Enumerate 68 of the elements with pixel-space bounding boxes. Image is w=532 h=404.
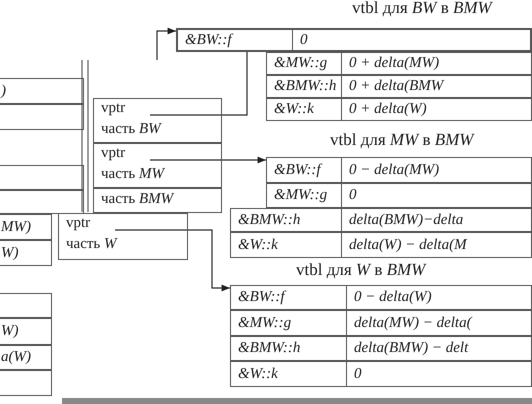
object-part-box — [93, 98, 222, 143]
function-address-text: &BW::f — [237, 288, 288, 307]
table-row-fragment — [0, 214, 52, 240]
function-address-text: &BW::f — [273, 160, 324, 180]
pointer-label: vptr — [101, 145, 126, 162]
table-row — [230, 310, 532, 336]
function-address-text: &W::k — [273, 100, 315, 119]
function-address-text: &BW::f — [184, 30, 234, 50]
table-row — [230, 208, 532, 232]
table-row-fragment — [0, 345, 52, 370]
function-address-text: &W::k — [237, 236, 279, 254]
offset-text: 0 − delta(W) — [346, 286, 531, 309]
function-address-text: &BMW::h — [237, 339, 302, 358]
cut-off-text: a(W) — [0, 348, 31, 367]
offset-text: delta(W) − delta(M — [341, 233, 531, 257]
object-part-box — [93, 188, 222, 213]
cut-off-text: W) — [0, 244, 18, 262]
empty-table-row-fragment — [0, 165, 84, 190]
cut-off-text: MW) — [0, 218, 31, 236]
offset-text: 0 − delta(MW) — [341, 158, 531, 182]
table-heading: vtbl для MW в BMW — [330, 130, 474, 150]
arrow — [115, 229, 230, 292]
part-label: часть BW — [101, 121, 161, 138]
arrow — [156, 28, 176, 60]
table-row — [266, 98, 532, 121]
empty-table-row-fragment — [0, 370, 52, 396]
table-row-fragment — [0, 240, 52, 266]
function-address-text: &MW::g — [273, 186, 328, 205]
table-row — [230, 361, 532, 387]
function-address-text: &MW::g — [273, 54, 328, 73]
offset-text: 0 + delta(MW) — [341, 53, 531, 74]
table-row — [230, 285, 532, 310]
table-row — [176, 28, 532, 52]
offset-text: 0 + delta(W) — [341, 99, 531, 120]
function-address-text: &BMW::h — [273, 77, 338, 96]
cut-off-text: ) — [0, 82, 6, 100]
table-row — [230, 336, 532, 361]
function-address-text: &W::k — [237, 364, 279, 384]
offset-text: 0 — [346, 362, 531, 386]
arrow — [150, 156, 266, 164]
offset-text: delta(BMW)−delta — [341, 209, 531, 231]
function-address-text: &MW::g — [237, 314, 292, 332]
offset-text: 0 — [341, 184, 531, 207]
part-label: часть W — [66, 236, 117, 253]
cut-off-text: W) — [0, 322, 18, 341]
table-heading: vtbl для BW в BMW — [352, 0, 492, 18]
empty-table-row-fragment — [0, 190, 84, 214]
table-row-fragment — [0, 318, 52, 345]
table-row — [266, 157, 532, 183]
object-part-box — [58, 213, 188, 260]
offset-text: 0 — [292, 30, 530, 50]
offset-text: delta(MW) − delta( — [346, 311, 531, 335]
part-label: часть MW — [101, 166, 164, 183]
table-heading: vtbl для W в BMW — [296, 260, 426, 280]
table-row — [266, 183, 532, 208]
empty-table-row-fragment — [0, 293, 52, 318]
offset-text: 0 + delta(BMW — [341, 76, 531, 97]
table-row — [266, 52, 532, 75]
function-address-text: &BMW::h — [237, 210, 302, 230]
empty-table-row-fragment — [0, 104, 84, 130]
table-row — [230, 232, 532, 258]
table-row — [266, 75, 532, 98]
pointer-label: vptr — [66, 215, 90, 232]
offset-text: delta(BMW) − delt — [346, 337, 531, 360]
part-label: часть BMW — [101, 191, 174, 208]
pointer-label: vptr — [101, 100, 126, 117]
table-row-fragment — [0, 78, 84, 104]
object-part-box — [93, 143, 222, 188]
